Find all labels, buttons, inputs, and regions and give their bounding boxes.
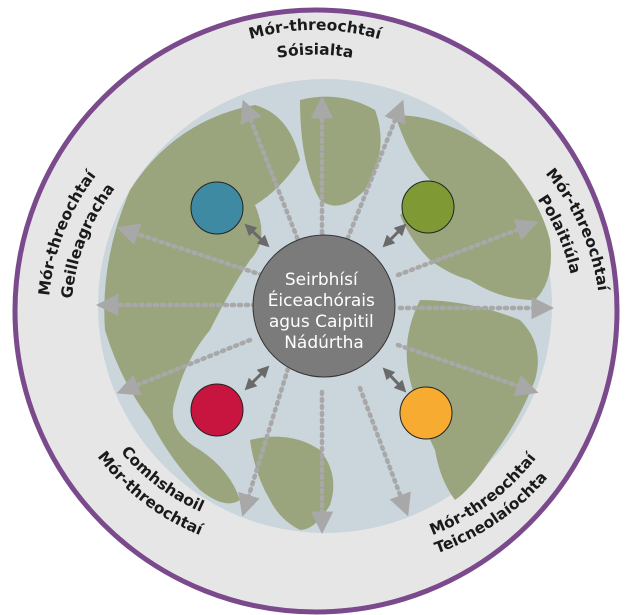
arrow-node-bottom-left (244, 365, 270, 391)
hub-line-2: Éiceachórais (268, 289, 375, 311)
node-top-left (190, 181, 244, 235)
arrow-upper-left (116, 223, 265, 278)
arrow-down-left (238, 359, 293, 517)
node-top-right (401, 180, 455, 234)
arrow-down-right (357, 385, 411, 517)
land-south-america (250, 436, 334, 530)
arrow-node-top-left (244, 223, 270, 248)
label-social-line2: Sóisialta (275, 40, 354, 61)
arrow-node-top-right (382, 223, 407, 248)
hub-line-4: Nádúrtha (284, 333, 364, 353)
hub-line-1: Seirbhísí (285, 270, 359, 290)
node-hub-arrows (244, 223, 407, 393)
hub-circle (252, 234, 396, 378)
connector-arrows (96, 96, 554, 534)
land-europe-asia (395, 115, 551, 300)
svg-text:Seirbhísí Éiceachórais: Seirbhísí Éiceachórais agus Caipitil Nád… (268, 270, 381, 353)
arrow-node-bottom-right (382, 367, 407, 393)
arrow-up-left (240, 99, 303, 248)
arrow-lower-left (116, 337, 253, 396)
land-africa (406, 300, 538, 500)
arrow-up-right (342, 99, 406, 248)
node-bottom-left (190, 383, 244, 437)
node-bottom-right (399, 386, 453, 440)
hub-line-3: agus Caipitil (269, 312, 374, 332)
arrow-upper-right (395, 219, 539, 278)
land-greenland (300, 96, 381, 206)
arrow-lower-right (395, 342, 539, 397)
hub: Seirbhísí Éiceachórais agus Caipitil Nád… (252, 234, 396, 378)
svg-text:Sóisialta: Sóisialta (275, 40, 354, 61)
